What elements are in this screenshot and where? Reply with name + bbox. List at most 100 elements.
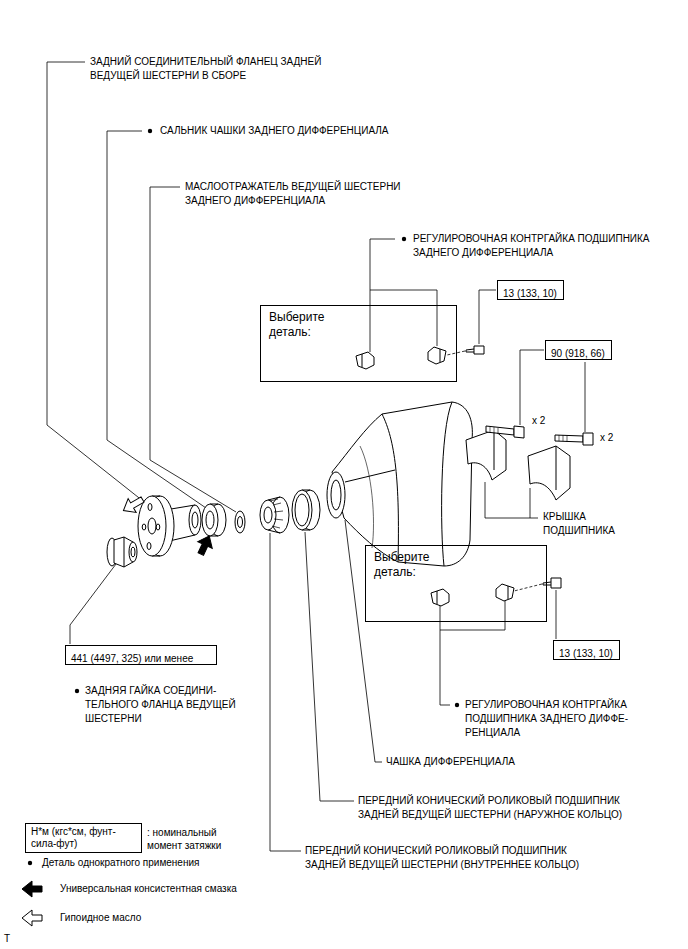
leader-line	[479, 290, 496, 344]
bearing-inner	[270, 499, 283, 528]
legend-symbol	[22, 910, 42, 926]
leader-line	[305, 532, 354, 801]
legend-text: Универсальная консистентная смазка	[60, 883, 237, 894]
figure-code: T	[4, 932, 10, 946]
leader-line	[556, 590, 557, 639]
legend-symbol	[22, 881, 42, 926]
legend-symbol	[22, 881, 42, 897]
cap-bolt	[555, 435, 583, 442]
flange-nut	[124, 537, 125, 567]
legend-text: : номинальный момент затяжки	[147, 827, 221, 851]
flange-nut	[131, 547, 135, 557]
cap-bolt	[486, 426, 593, 445]
oil-seal	[202, 504, 218, 536]
leader-line	[440, 600, 505, 705]
part-name: ЧАШКА ДИФФЕРЕНЦИАЛА	[386, 755, 515, 769]
legend-entry: Гипоидное масло	[60, 911, 141, 924]
cap-bolt	[486, 426, 514, 435]
companion-flange	[156, 524, 160, 530]
leader-line	[485, 482, 538, 518]
bullet-mark	[148, 129, 152, 133]
legend-entry: Деталь однократного применения	[42, 856, 199, 869]
leader-line	[47, 62, 148, 505]
oil-seal	[202, 504, 226, 536]
companion-flange	[138, 496, 201, 556]
part-name: САЛЬНИК ЧАШКИ ЗАДНЕГО ДИФФЕРЕНЦИАЛА	[160, 124, 389, 138]
lock-nut	[356, 352, 374, 369]
grease-arrow	[194, 533, 217, 558]
lock-bolt	[551, 578, 561, 588]
oil-arrow	[119, 493, 146, 518]
torque-value: 13 (133, 10)	[503, 287, 557, 301]
torque-box: 90 (918, 66)	[545, 340, 612, 360]
dashed-guide	[447, 351, 465, 355]
bullet-mark	[28, 861, 32, 865]
flange-nut	[129, 542, 137, 562]
leader-line	[585, 362, 586, 432]
cap-bolt	[490, 427, 498, 434]
bearing-cap	[556, 446, 557, 490]
select-heading: Выберите деталь:	[374, 550, 452, 580]
oil-slinger	[238, 517, 243, 528]
part-name: КРЫШКА ПОДШИПНИКА	[543, 510, 631, 538]
torque-value: 13 (133, 10)	[559, 647, 613, 661]
quantity: x 2	[600, 431, 613, 445]
bearing-cap	[528, 446, 570, 500]
leader-line	[270, 533, 301, 851]
grease-arrow	[194, 533, 217, 558]
oil-seal	[206, 511, 214, 529]
companion-flange	[138, 496, 166, 556]
cap-bolt	[559, 435, 567, 442]
quantity: x 2	[532, 414, 545, 428]
companion-flange	[148, 518, 156, 534]
legend-text: Деталь однократного применения	[42, 857, 199, 868]
legend-unit: Н*м (кгс*см, фунт- сила-фут)	[31, 826, 135, 850]
cap-bolt	[583, 433, 593, 445]
lock-bolt	[474, 346, 484, 354]
differential-carrier	[332, 402, 472, 566]
torque-value: 441 (4497, 325) или менее	[71, 652, 193, 666]
dashed-guide	[514, 584, 542, 591]
lock-nut	[356, 347, 514, 606]
companion-flange	[148, 504, 152, 511]
bearing-cap	[466, 430, 570, 500]
oil-slinger	[235, 511, 245, 533]
bullet-mark	[402, 237, 406, 241]
companion-flange	[189, 505, 201, 535]
legend-entry: : номинальный момент затяжки	[147, 826, 242, 852]
leader-line	[70, 564, 116, 644]
part-name: РЕГУЛИРОВОЧНАЯ КОНТРГАЙКА ПОДШИПНИКА ЗАД…	[413, 232, 681, 260]
bearing-inner	[260, 497, 289, 533]
part-name: ПЕРЕДНИЙ КОНИЧЕСКИЙ РОЛИКОВЫЙ ПОДШИПНИК …	[358, 794, 653, 822]
oil-slinger	[235, 511, 245, 533]
torque-box: 13 (133, 10)	[553, 640, 620, 660]
lock-bolt	[543, 582, 551, 585]
part-name: ЗАДНЯЯ ГАЙКА СОЕДИНИ- ТЕЛЬНОГО ФЛАНЦА ВЕ…	[85, 684, 265, 726]
bearing-cap	[466, 430, 506, 480]
bearing-inner	[264, 507, 272, 523]
dashed-guide	[447, 351, 542, 591]
bearing-cap	[494, 430, 495, 470]
legend-sample-box: Н*м (кгс*см, фунт- сила-фут)	[25, 823, 142, 853]
differential-carrier	[331, 480, 341, 510]
bullet-mark	[75, 689, 79, 693]
torque-value: 90 (918, 66)	[551, 347, 605, 361]
differential-carrier	[382, 414, 398, 562]
torque-box: 13 (133, 10)	[497, 280, 564, 300]
part-name: РЕГУЛИРОВОЧНАЯ КОНТРГАЙКА ПОДШИПНИКА ЗАД…	[465, 698, 645, 740]
companion-flange	[147, 543, 151, 550]
select-box: Выберите деталь:	[365, 545, 547, 622]
part-name: ЗАДНИЙ СОЕДИНИТЕЛЬНЫЙ ФЛАНЕЦ ЗАДНЕЙ ВЕДУ…	[90, 55, 360, 83]
leader-line	[150, 187, 236, 512]
select-heading: Выберите деталь:	[269, 310, 347, 340]
lock-bolt	[466, 349, 474, 352]
bearing-outer	[292, 490, 320, 530]
part-name: ПЕРЕДНИЙ КОНИЧЕСКИЙ РОЛИКОВЫЙ ПОДШИПНИК …	[305, 844, 605, 872]
differential-carrier	[327, 472, 345, 518]
differential-carrier	[327, 402, 472, 566]
lock-nut	[496, 584, 514, 601]
oil-arrow	[119, 493, 146, 518]
torque-box: 441 (4497, 325) или менее	[65, 645, 217, 665]
